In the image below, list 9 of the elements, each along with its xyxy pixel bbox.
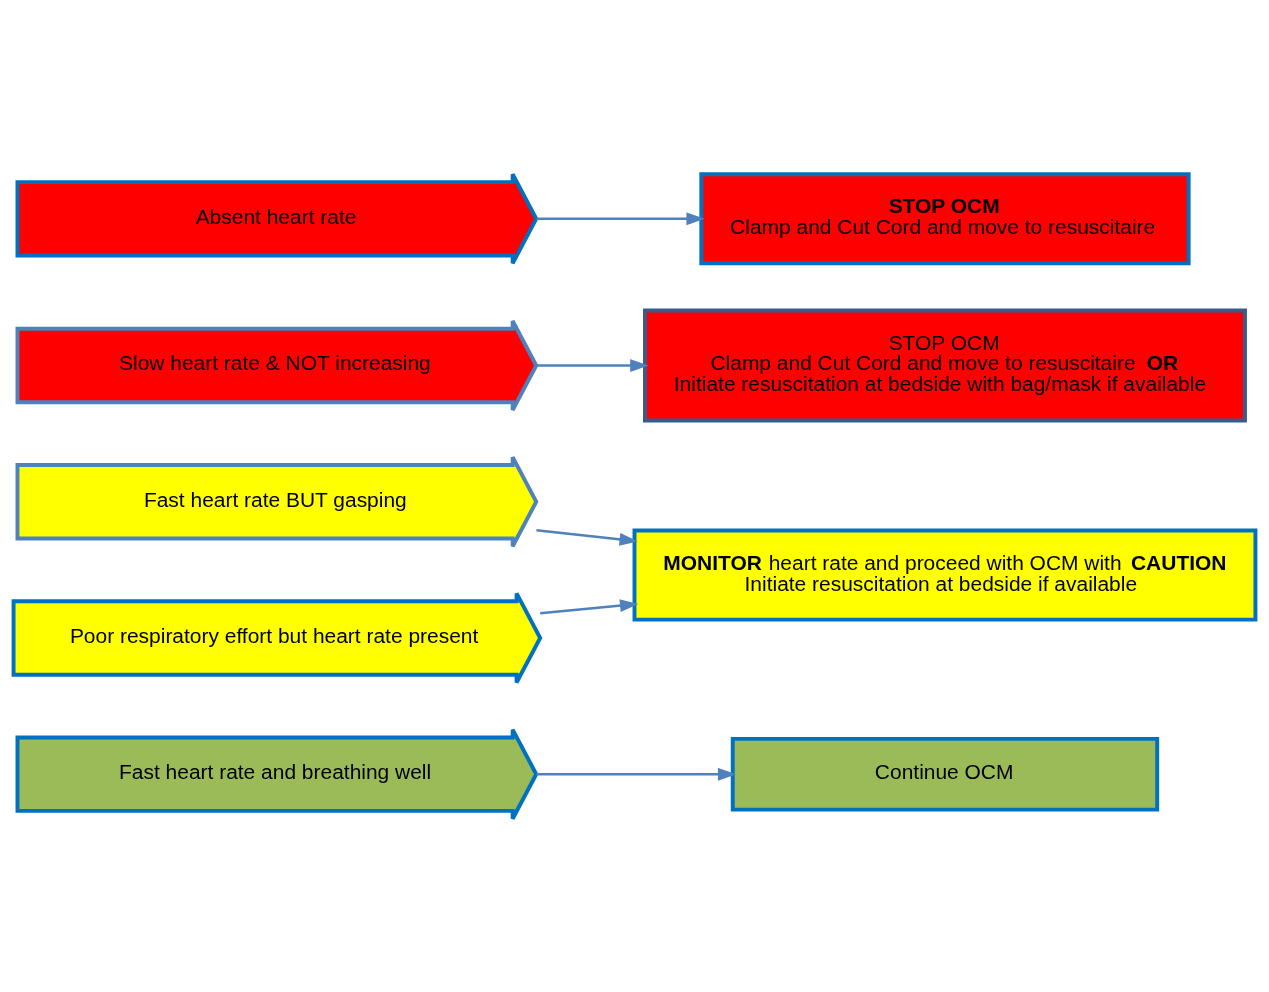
arrow bbox=[536, 358, 649, 372]
arrow bbox=[536, 211, 705, 225]
node-box: MONITOR heart rate and proceed with OCM with CAUTION Initiate resuscitation at bedside if available bbox=[632, 528, 1258, 622]
node-box: STOP OCM Clamp and Cut Cord and move to resuscitaire OR Initiate resuscitation at bedside with bag/mask if available bbox=[643, 308, 1247, 422]
arrow bbox=[540, 598, 639, 615]
node-box: STOP OCM Clamp and Cut Cord and move to resuscitaire bbox=[699, 171, 1191, 265]
arrow bbox=[536, 528, 638, 546]
arrow bbox=[536, 767, 737, 781]
node-box: Continue OCM bbox=[730, 736, 1160, 812]
